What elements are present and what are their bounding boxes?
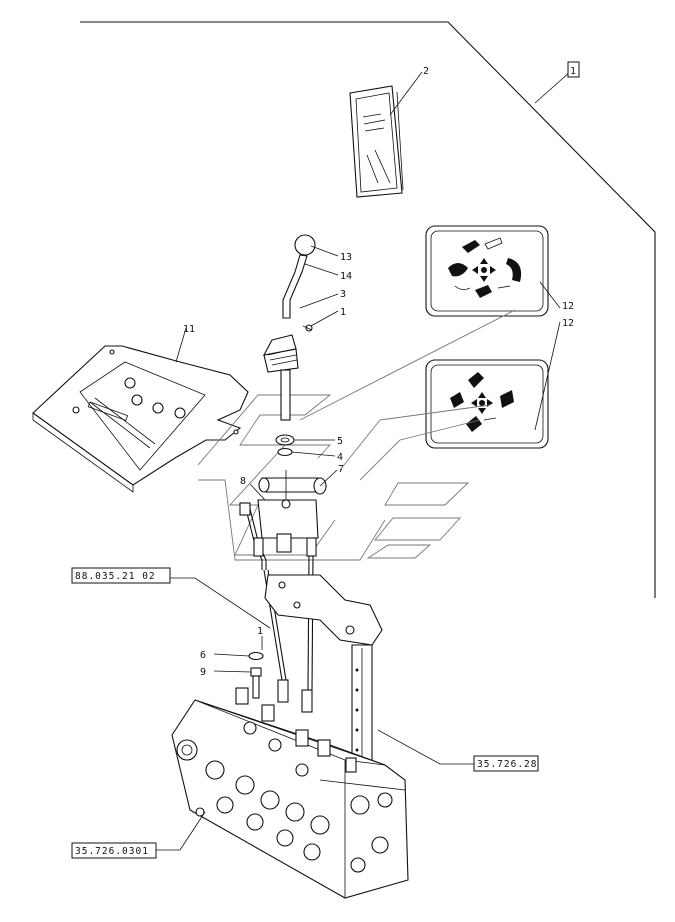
bolt-and-washer: 6 9 1 (200, 626, 264, 699)
decal-leader-lines (299, 309, 516, 481)
reference-labels: 88.035.21 02 35.726.28 35.726.0301 (71, 567, 539, 859)
callout-9: 9 (200, 667, 206, 678)
callout-13: 13 (340, 252, 352, 263)
joystick-lever: 13 14 3 1 5 4 (262, 234, 352, 463)
callout-1-lower: 1 (257, 626, 263, 637)
mounting-plate: 11 (32, 324, 249, 493)
ref-35-726-28: 35.726.28 (477, 759, 537, 770)
ref-35-726-0301: 35.726.0301 (75, 846, 149, 857)
callout-3-upper: 3 (340, 289, 346, 300)
ref-88-035-21-02: 88.035.21 02 (75, 571, 156, 582)
callout-1-upper: 1 (340, 307, 346, 318)
callout-11: 12 (562, 301, 574, 312)
callout-6: 6 (200, 650, 206, 661)
manual-booklet: 2 (349, 66, 429, 198)
callout-4: 4 (337, 452, 343, 463)
decal-11 (425, 225, 549, 317)
callout-5: 5 (337, 436, 343, 447)
decal-12 (425, 359, 549, 449)
callout-2: 2 (423, 66, 429, 77)
callout-10: 11 (183, 324, 195, 335)
callout-14: 14 (340, 271, 352, 282)
callout-8: 8 (240, 476, 246, 487)
control-valve-body (171, 687, 409, 899)
plate-projection-outline (197, 394, 470, 561)
callout-7: 7 (338, 464, 344, 475)
valve-block: 7 8 (240, 464, 344, 553)
decal-callouts: 12 12 12 (534, 281, 574, 431)
group-boundary: 1 (80, 21, 656, 598)
callout-12-label: 12 (562, 318, 574, 329)
group-label: 1 (570, 66, 576, 77)
